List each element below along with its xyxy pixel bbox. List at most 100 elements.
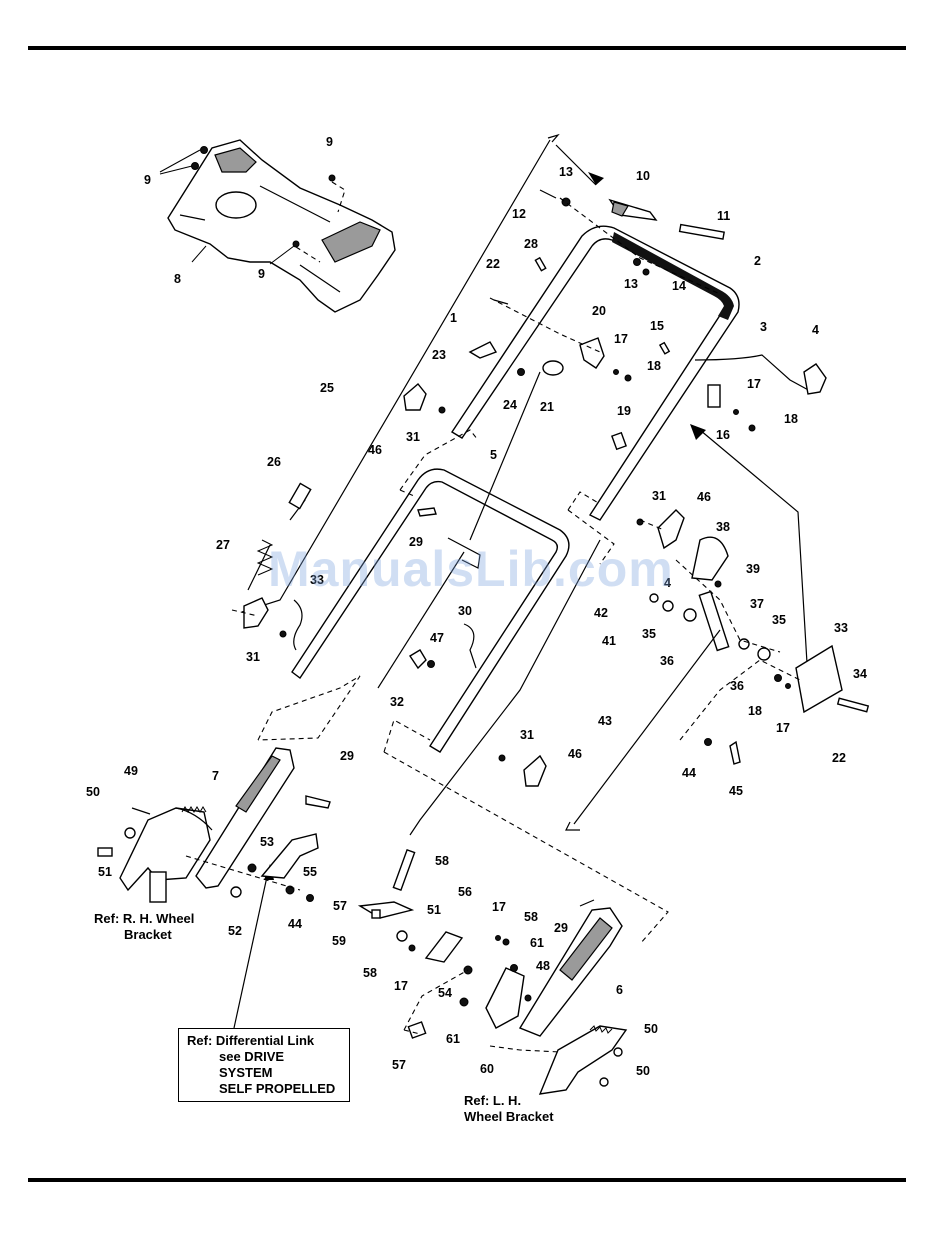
lower-handle [291,468,570,753]
callout: 18 [784,412,798,426]
callout: 7 [212,769,219,783]
differential-link-ref-box: Ref: Differential Link see DRIVE SYSTEM … [178,1028,350,1102]
callout: 17 [394,979,408,993]
callout: 13 [624,277,638,291]
callout: 16 [716,428,730,442]
callout: 58 [524,910,538,924]
callout: 6 [616,983,623,997]
ref-line: SELF PROPELLED [219,1081,336,1096]
callout: 33 [310,573,324,587]
callout: 42 [594,606,608,620]
callout: 39 [746,562,760,576]
callout: 61 [530,936,544,950]
callout: 24 [503,398,517,412]
rh-bracket-assembly [97,747,331,903]
callout: 14 [672,279,686,293]
callout: 37 [750,597,764,611]
callout: 29 [554,921,568,935]
callout: 34 [853,667,867,681]
callout: 35 [642,627,656,641]
callout: 47 [430,631,444,645]
callout: 46 [368,443,382,457]
callout: 38 [716,520,730,534]
ref-line: Ref: R. H. Wheel [94,911,195,926]
control-console [167,139,396,313]
watermark: ManualsLib.com [268,541,674,597]
callout: 30 [458,604,472,618]
callout: 17 [492,900,506,914]
callout: 45 [729,784,743,798]
callout: 36 [730,679,744,693]
callout: 19 [617,404,631,418]
callout: 29 [340,749,354,763]
callout: 51 [427,903,441,917]
callout: 44 [288,917,302,931]
callout: 50 [636,1064,650,1078]
lh-wheel-bracket-ref: Ref: L. H. Wheel Bracket [464,1093,554,1125]
callout: 9 [258,267,265,281]
callout: 35 [772,613,786,627]
callout: 50 [86,785,100,799]
callout: 58 [435,854,449,868]
callout: 55 [303,865,317,879]
ref-line: see DRIVE SYSTEM [219,1049,285,1080]
callout: 28 [524,237,538,251]
callout: 26 [267,455,281,469]
callout: 60 [480,1062,494,1076]
ref-line: Ref: Differential Link [187,1033,315,1048]
callout: 12 [512,207,526,221]
ref-line: Wheel Bracket [464,1109,554,1124]
callout-numbers: 9 9 8 9 13 10 12 11 28 2 22 13 14 1 3 4 … [86,135,867,1078]
callout: 23 [432,348,446,362]
callout: 46 [568,747,582,761]
callout: 50 [644,1022,658,1036]
callout: 43 [598,714,612,728]
callout: 17 [747,377,761,391]
callout: 20 [592,304,606,318]
callout: 25 [320,381,334,395]
callout: 49 [124,764,138,778]
callout: 15 [650,319,664,333]
callout: 18 [748,704,762,718]
callout: 53 [260,835,274,849]
bottom-rule [28,1178,906,1182]
callout: 36 [660,654,674,668]
callout: 46 [697,490,711,504]
callout: 52 [228,924,242,938]
callout: 9 [326,135,333,149]
ref-line: Bracket [124,927,172,942]
callout: 56 [458,885,472,899]
callout: 5 [490,448,497,462]
callout: 1 [450,311,457,325]
callout: 32 [390,695,404,709]
callout: 48 [536,959,550,973]
callout: 21 [540,400,554,414]
callout: 17 [776,721,790,735]
callout: 3 [760,320,767,334]
callout: 51 [98,865,112,879]
callout: 57 [333,899,347,913]
callout: 58 [363,966,377,980]
callout: 9 [144,173,151,187]
callout: 27 [216,538,230,552]
callout: 31 [520,728,534,742]
small-parts [243,189,870,831]
callout: 10 [636,169,650,183]
callout: 41 [602,634,616,648]
callout: 31 [652,489,666,503]
callout: 61 [446,1032,460,1046]
callout: 17 [614,332,628,346]
ref-line: Ref: L. H. [464,1093,522,1108]
callout: 22 [832,751,846,765]
callout: 4 [812,323,819,337]
callout: 8 [174,272,181,286]
callout: 31 [246,650,260,664]
rh-wheel-bracket-ref: Ref: R. H. Wheel Bracket [94,911,194,943]
upper-handle [451,225,740,521]
callout: 4 [664,576,671,590]
top-rule [28,46,906,50]
callout: 33 [834,621,848,635]
callout: 18 [647,359,661,373]
callout: 54 [438,986,452,1000]
